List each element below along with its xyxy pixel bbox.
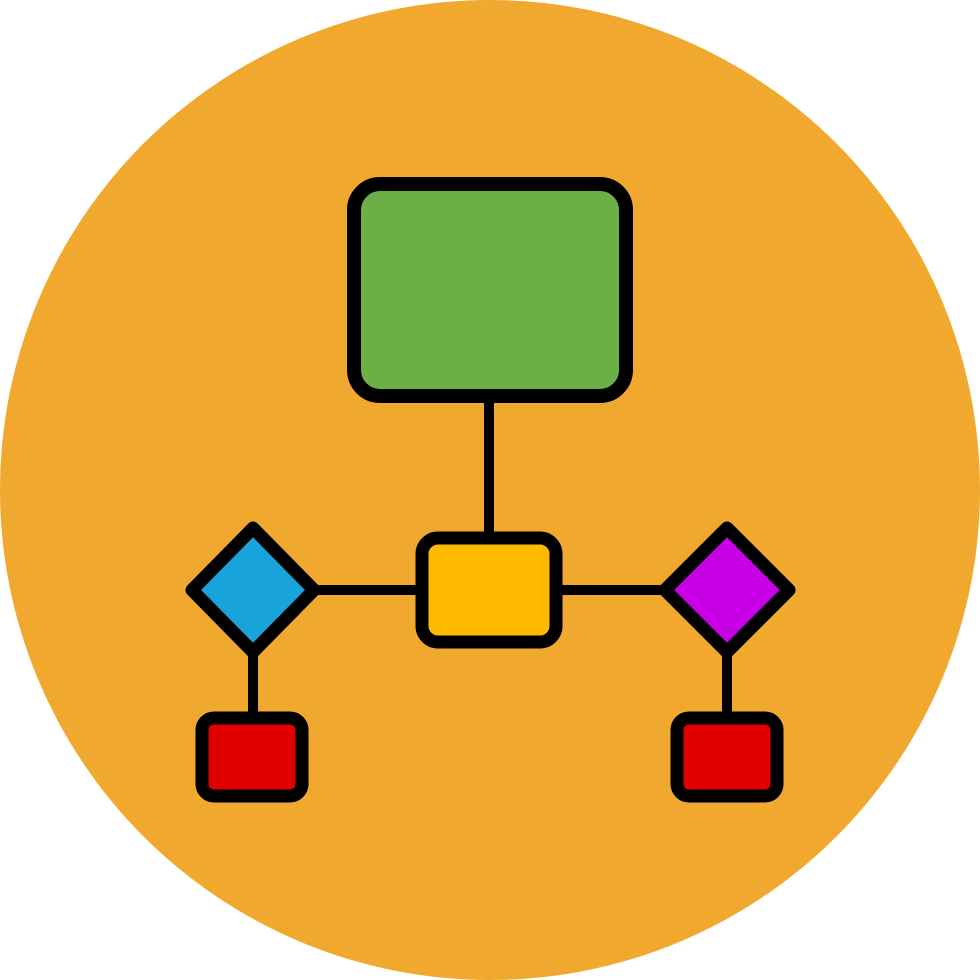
top-process-box: [347, 177, 633, 403]
bottom-right-box: [670, 711, 784, 803]
connector-lines: [248, 393, 732, 723]
center-process-box: [415, 531, 563, 649]
left-decision-diamond: [185, 521, 321, 659]
bottom-left-box: [195, 711, 309, 803]
right-decision-diamond: [658, 521, 796, 659]
